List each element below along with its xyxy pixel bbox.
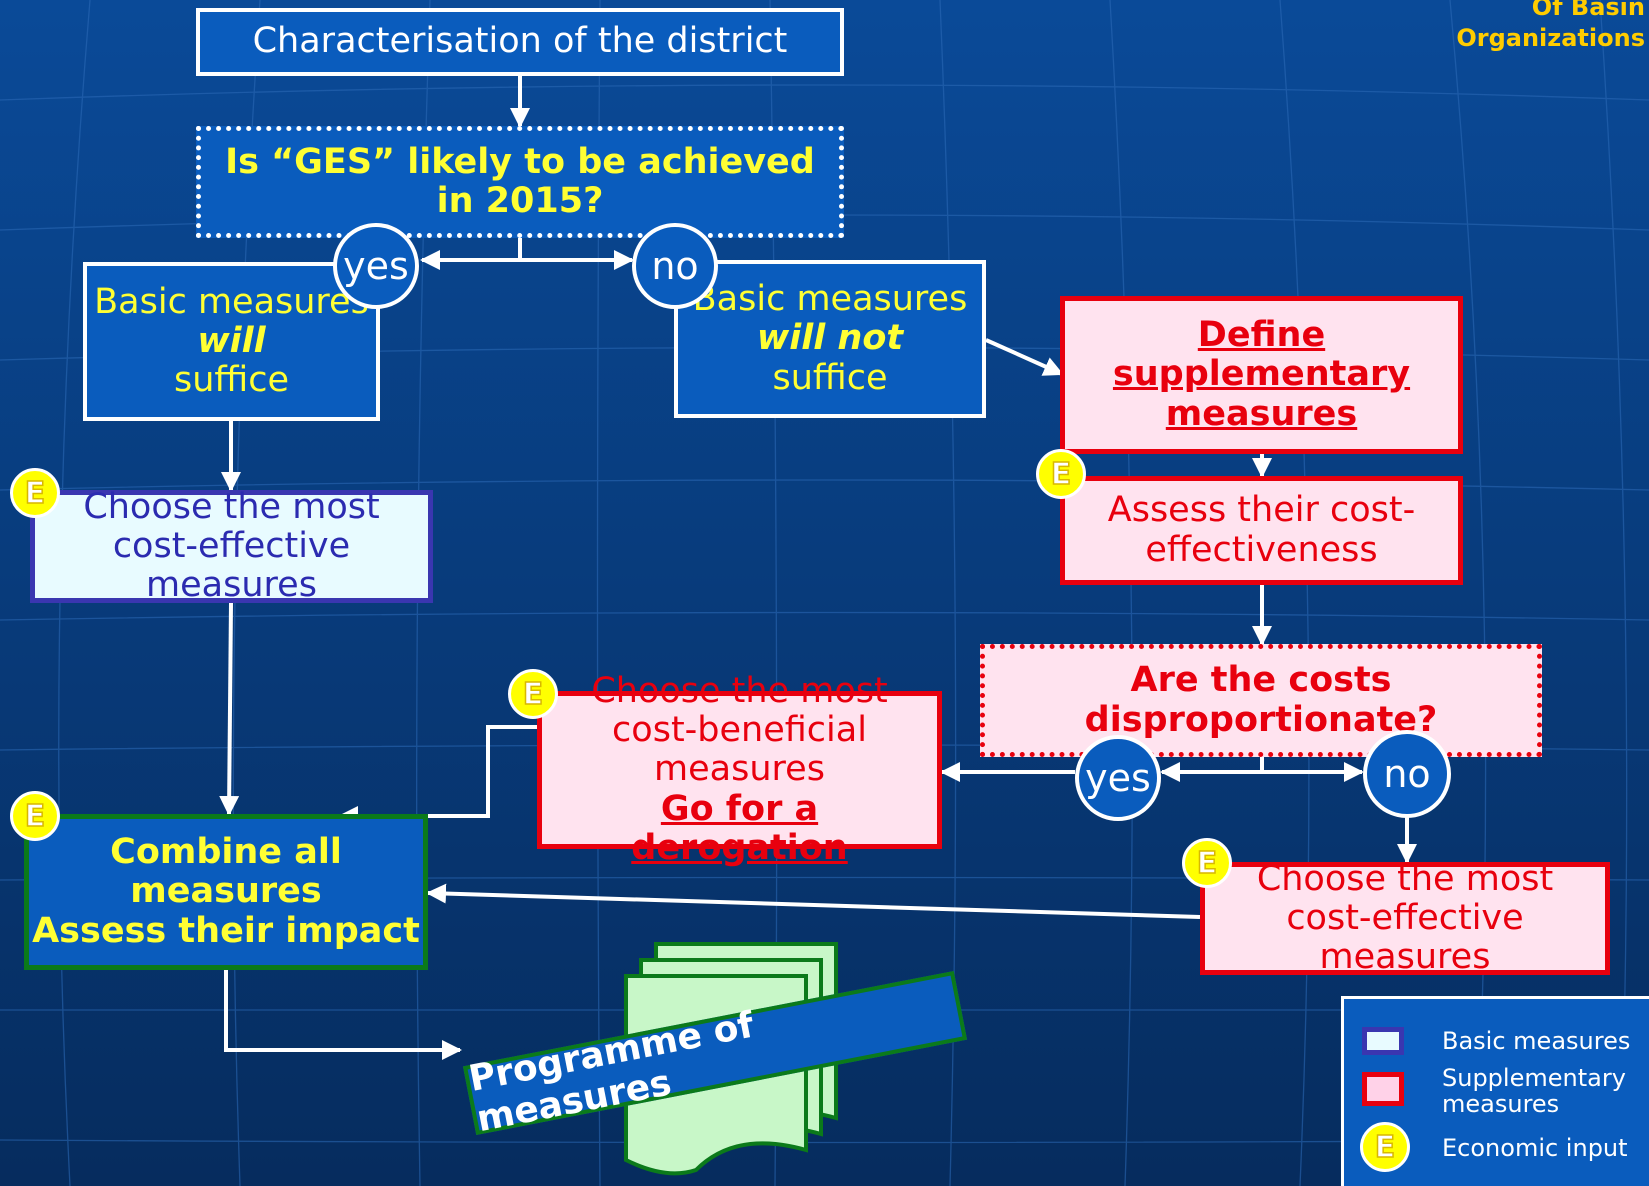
yes-top-label: yes <box>343 244 409 288</box>
legend-label-basic: Basic measures <box>1442 1027 1631 1055</box>
legend-item-supplementary <box>1344 1072 1404 1106</box>
choose-cost-beneficial-box: Choose the most cost-beneficial measures… <box>537 672 942 867</box>
choose-cost-effective-left-box: Choose the most cost-effective measures <box>30 486 433 606</box>
legend-label-supplementary: Supplementary measures <box>1442 1064 1626 1118</box>
legend-label-economic: Economic input <box>1442 1134 1628 1162</box>
no-circle-top: no <box>632 223 718 309</box>
basic-will-line3: suffice <box>173 360 290 401</box>
economic-input-icon: E <box>10 791 60 841</box>
derogation-label: Go for a derogation <box>631 788 848 868</box>
organization-name: Of Basin Organizations <box>1456 0 1645 54</box>
define-supplementary-box: Define supplementary measures <box>1060 296 1463 454</box>
basic-will-not-suffice-box: Basic measures will not suffice <box>674 260 986 418</box>
basic-will-line1: Basic measures <box>94 281 369 322</box>
legend: Basic measures Supplementary measures E … <box>1341 996 1649 1186</box>
assess-cost-effectiveness-label: Assess their cost-effectiveness <box>1107 490 1416 570</box>
legend-swatch-basic <box>1362 1027 1404 1055</box>
organization-line-1: Of Basin <box>1531 0 1645 21</box>
yes-circle-bottom: yes <box>1075 735 1161 821</box>
assess-cost-effectiveness-box: Assess their cost-effectiveness <box>1060 476 1463 585</box>
yes-circle-top: yes <box>333 223 419 309</box>
define-supplementary-label: Define supplementary measures <box>1112 315 1411 434</box>
basic-will-not-line2: will not <box>756 318 904 359</box>
basic-will-suffice-box: Basic measures will suffice <box>83 262 380 421</box>
combine-all-measures-box: Combine all measures Assess their impact <box>24 814 428 970</box>
no-bottom-label: no <box>1383 752 1431 796</box>
ges-question-box: Is “GES” likely to be achieved in 2015? <box>196 126 844 238</box>
economic-input-icon: E <box>1182 838 1232 888</box>
costs-disproportionate-label: Are the costs disproportionate? <box>1084 660 1438 740</box>
basic-will-line2: will <box>197 320 266 361</box>
economic-input-icon: E <box>508 669 558 719</box>
legend-swatch-supplementary <box>1362 1072 1404 1106</box>
choose-cost-effective-right-box: Choose the most cost-effective measures <box>1200 858 1610 978</box>
ges-question-label: Is “GES” likely to be achieved in 2015? <box>225 141 815 221</box>
organization-line-2: Organizations <box>1456 24 1645 52</box>
combine-all-line1: Combine all measures <box>110 832 342 912</box>
characterisation-label: Characterisation of the district <box>252 21 788 62</box>
choose-cost-effective-left-label: Choose the most cost-effective measures <box>83 486 380 606</box>
economic-input-icon: E <box>1036 449 1086 499</box>
economic-input-icon: E <box>10 468 60 518</box>
legend-item-basic <box>1344 1027 1404 1055</box>
no-top-label: no <box>651 244 699 288</box>
choose-cost-effective-right-label: Choose the most cost-effective measures <box>1256 858 1554 978</box>
basic-will-not-line3: suffice <box>772 357 888 398</box>
combine-all-line2: Assess their impact <box>32 910 420 951</box>
no-circle-bottom: no <box>1363 730 1451 818</box>
legend-economic-icon: E <box>1360 1122 1410 1172</box>
basic-will-not-line1: Basic measures <box>692 279 968 320</box>
yes-bottom-label: yes <box>1085 756 1151 800</box>
choose-cost-beneficial-line1: Choose the most cost-beneficial measures <box>591 671 888 790</box>
costs-disproportionate-box: Are the costs disproportionate? <box>980 644 1542 757</box>
characterisation-box: Characterisation of the district <box>196 8 844 76</box>
